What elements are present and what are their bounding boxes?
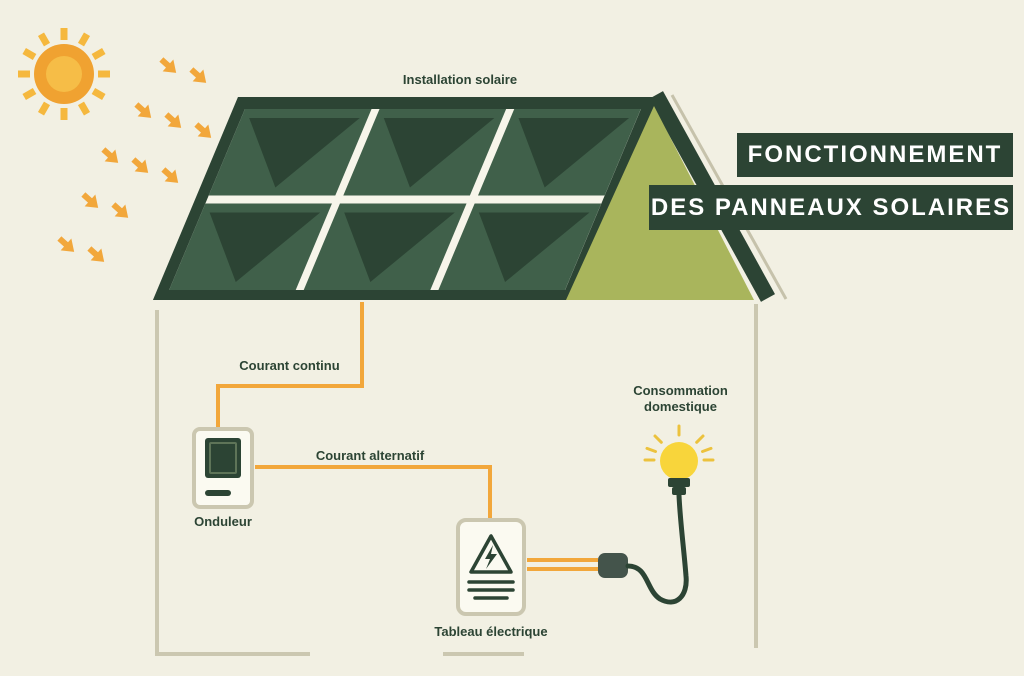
dc-current-label: Courant continu [239,358,340,373]
inverter-slot [205,490,231,496]
energy-arrow-icon [185,63,212,89]
energy-arrow-icon [157,163,184,189]
inverter-label: Onduleur [194,514,252,529]
energy-arrow-icon [155,53,182,79]
ac-current-label: Courant alternatif [315,448,425,463]
plug-icon [598,553,628,578]
title-banner-line2: DES PANNEAUX SOLAIRES [649,185,1013,230]
sun-rays [18,28,110,120]
bulb-cord [625,492,689,605]
sun-icon [18,28,110,120]
energy-arrow-icon [190,118,217,144]
consumption-label: Consommation domestique [633,383,728,415]
solar-panel-grid [169,109,641,290]
electrical-panel-label: Tableau électrique [434,624,548,639]
installation-label: Installation solaire [402,72,518,87]
power-cable [527,558,598,571]
energy-arrow-icon [77,188,104,214]
energy-arrow-icon [53,232,80,258]
energy-arrow-icon [130,98,157,124]
inverter-screen [205,438,241,478]
ac-current-line [255,465,492,519]
bulb-glow-rays [643,424,715,462]
house-outline [155,304,758,656]
electrical-panel-box [456,518,526,616]
solar-roof [152,97,658,300]
inverter-screen-inner [209,442,237,474]
title-banner-line1: FONCTIONNEMENT [737,133,1013,177]
energy-arrow-icon [83,242,110,268]
energy-arrow-icon [160,108,187,134]
energy-arrow-icon [127,153,154,179]
lightning-triangle-icon [467,534,515,600]
lightbulb-icon [643,424,715,495]
dc-current-line [216,302,364,427]
energy-arrow-icon [107,198,134,224]
inverter-box [192,427,254,509]
energy-arrow-icon [97,143,124,169]
